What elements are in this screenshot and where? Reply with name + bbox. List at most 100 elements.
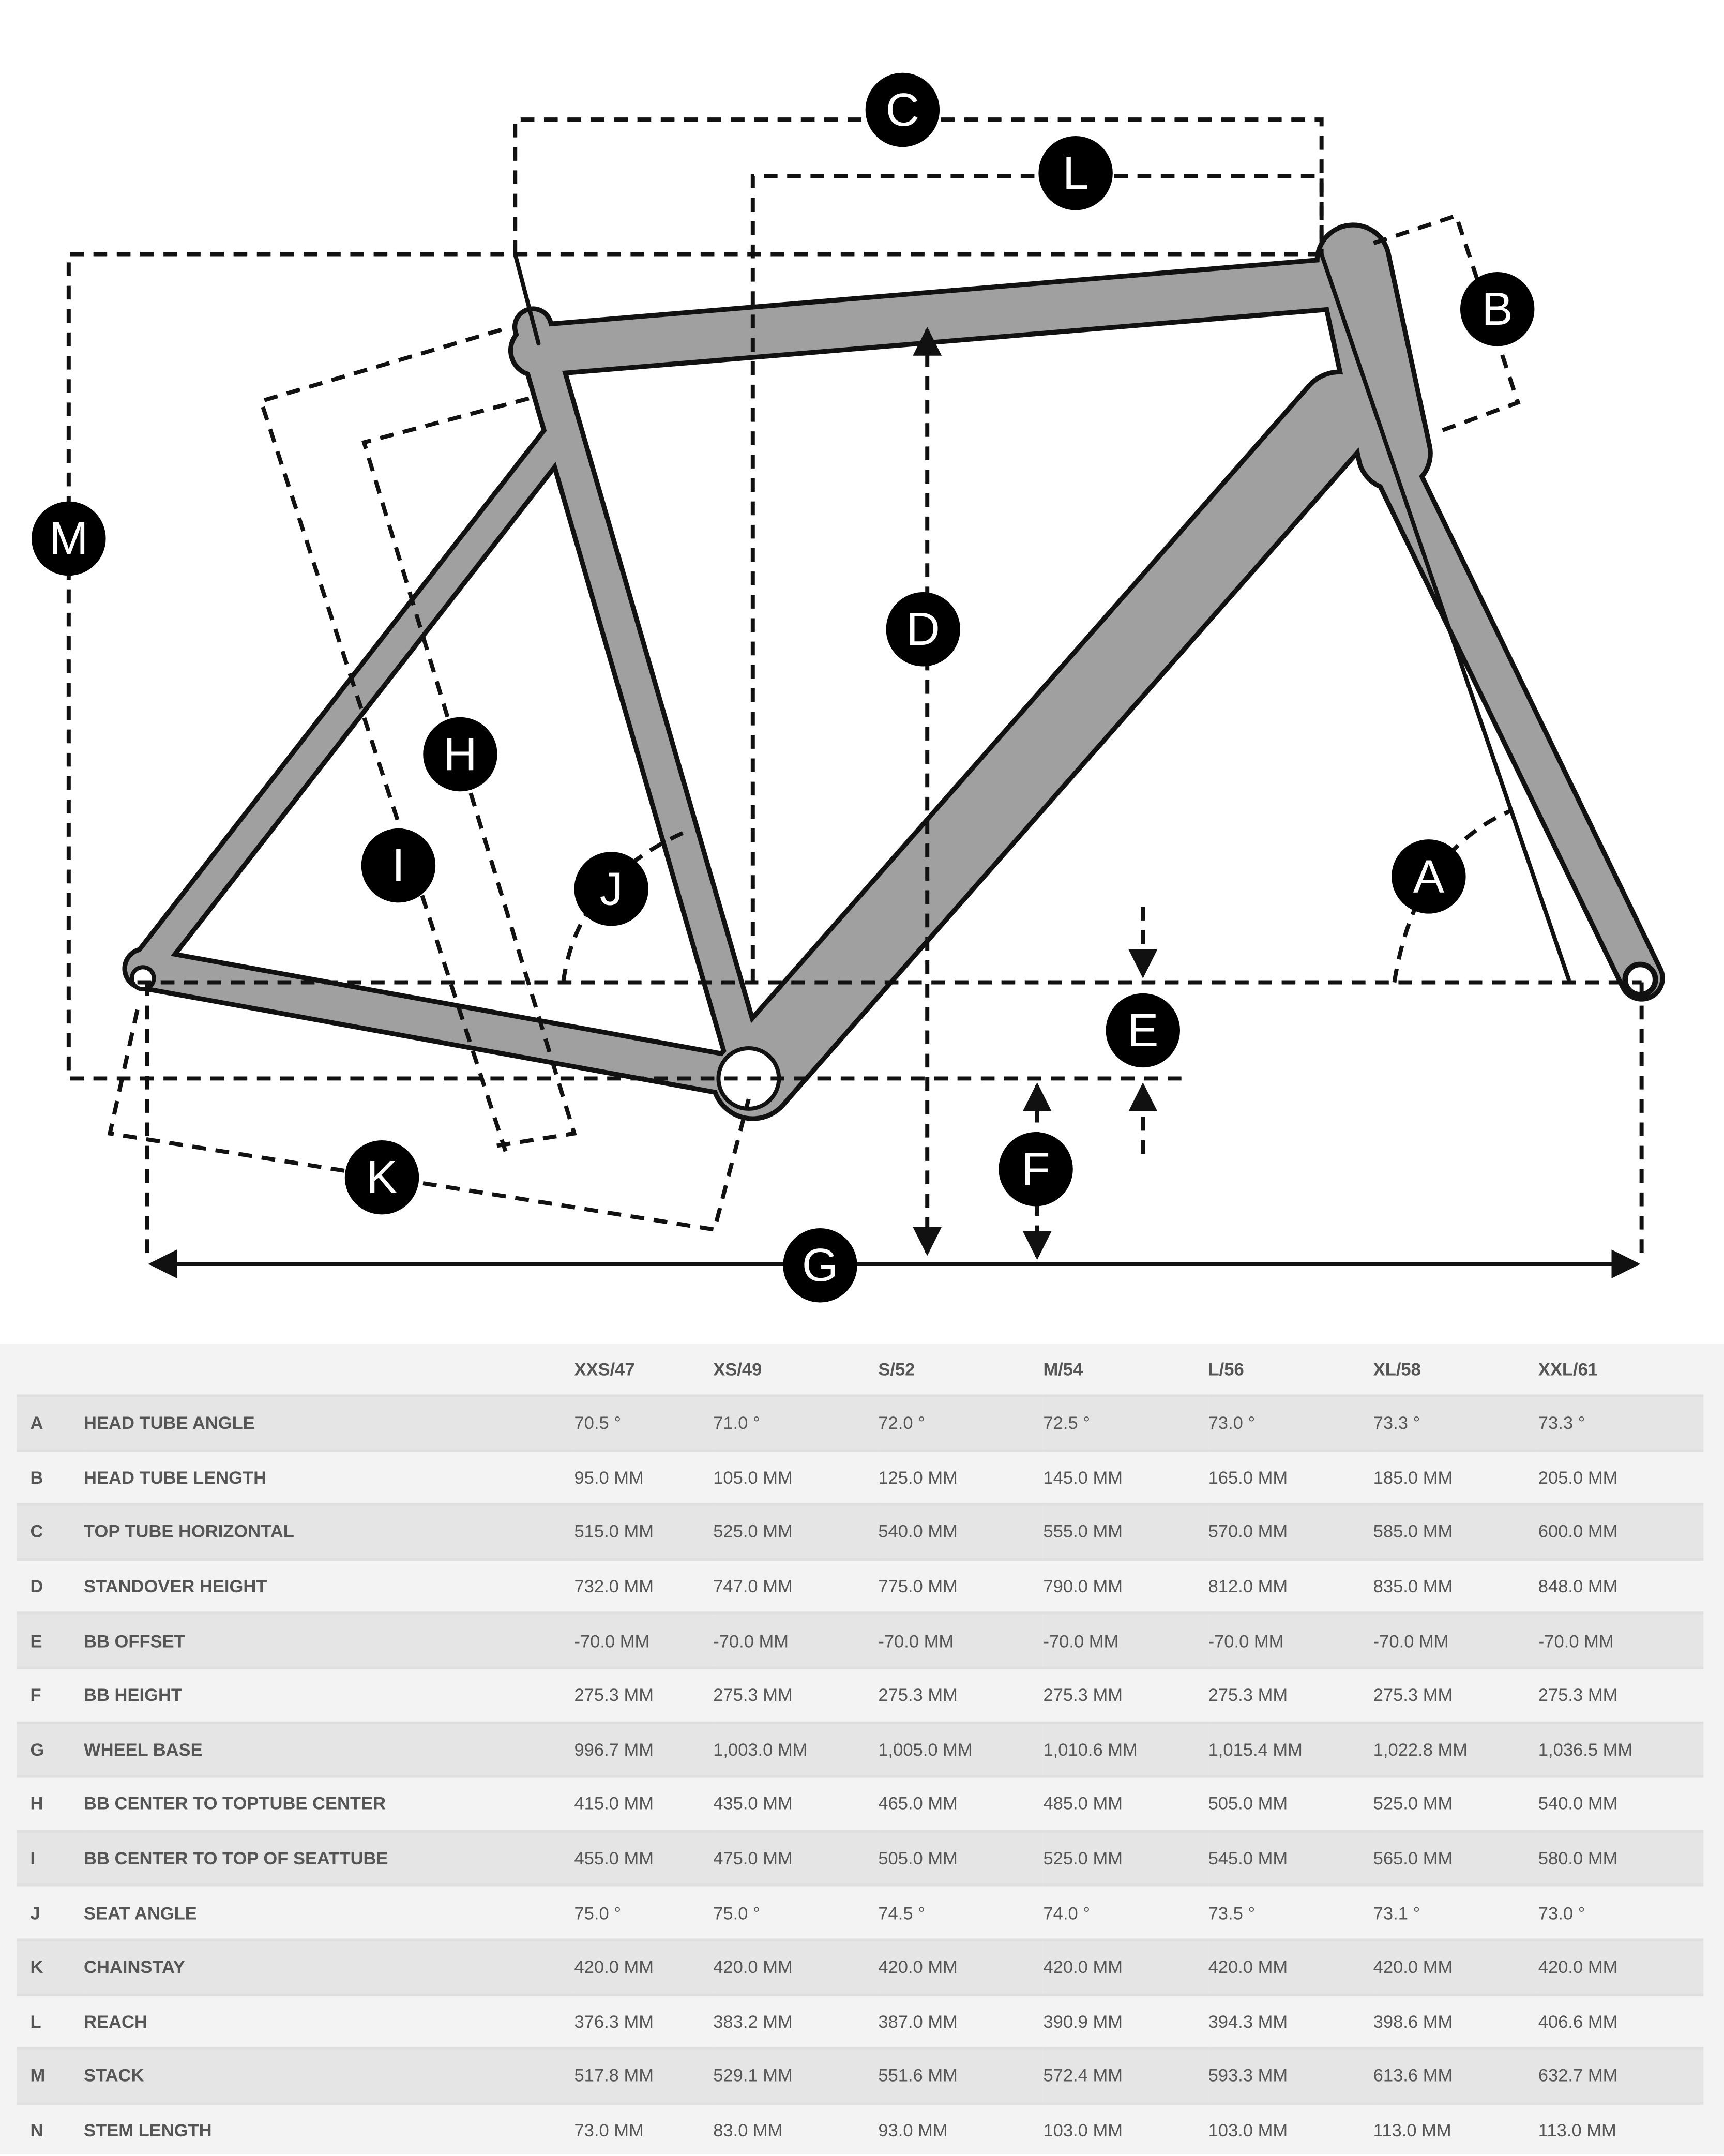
row-value: 125.0 MM <box>878 1467 958 1488</box>
row-value: 465.0 MM <box>878 1793 958 1814</box>
row-letter: M <box>30 2065 46 2086</box>
row-value: 565.0 MM <box>1373 1848 1453 1869</box>
svg-text:D: D <box>906 603 940 655</box>
row-value: -70.0 MM <box>713 1630 789 1651</box>
row-letter: C <box>30 1521 43 1542</box>
row-measurement-name: REACH <box>84 2011 147 2032</box>
size-header: M/54 <box>1043 1359 1083 1380</box>
row-value: 394.3 MM <box>1208 2011 1288 2032</box>
row-value: 1,015.4 MM <box>1208 1739 1303 1760</box>
row-measurement-name: BB CENTER TO TOP OF SEATTUBE <box>84 1848 388 1869</box>
row-letter: K <box>30 1956 43 1978</box>
row-value: 420.0 MM <box>1043 1956 1123 1978</box>
row-value: 72.5 ° <box>1043 1412 1091 1434</box>
row-measurement-name: BB CENTER TO TOPTUBE CENTER <box>84 1793 386 1814</box>
row-value: -70.0 MM <box>1043 1630 1119 1651</box>
rear-axle <box>130 965 156 991</box>
size-header: XL/58 <box>1373 1359 1421 1380</box>
row-value: 485.0 MM <box>1043 1793 1123 1814</box>
row-value: 517.8 MM <box>574 2065 654 2086</box>
row-letter: L <box>30 2011 41 2032</box>
svg-text:E: E <box>1127 1004 1158 1057</box>
row-value: 593.3 MM <box>1208 2065 1288 2086</box>
row-measurement-name: HEAD TUBE ANGLE <box>84 1412 255 1434</box>
row-value: 145.0 MM <box>1043 1467 1123 1488</box>
row-value: 529.1 MM <box>713 2065 793 2086</box>
dimension-lines <box>66 117 1644 1278</box>
size-header: XXS/47 <box>574 1359 635 1380</box>
row-value: 95.0 MM <box>574 1467 644 1488</box>
label-k: K <box>344 1140 419 1215</box>
row-value: 73.1 ° <box>1373 1902 1420 1923</box>
row-measurement-name: STANDOVER HEIGHT <box>84 1576 267 1597</box>
row-value: 551.6 MM <box>878 2065 958 2086</box>
row-value: 71.0 ° <box>713 1412 760 1434</box>
row-value: 205.0 MM <box>1538 1467 1618 1488</box>
header-letter <box>17 1344 84 1396</box>
row-value: 420.0 MM <box>1538 1956 1618 1978</box>
label-m: M <box>32 501 106 576</box>
row-value: 455.0 MM <box>574 1848 654 1869</box>
row-value: 75.0 ° <box>574 1902 622 1923</box>
row-value: 515.0 MM <box>574 1521 654 1542</box>
label-i: I <box>361 828 436 903</box>
svg-text:I: I <box>392 839 405 892</box>
row-measurement-name: CHAINSTAY <box>84 1956 185 1978</box>
row-value: 74.0 ° <box>1043 1902 1091 1923</box>
row-value: -70.0 MM <box>574 1630 650 1651</box>
row-letter: F <box>30 1684 41 1706</box>
header-name <box>84 1344 574 1396</box>
row-letter: J <box>30 1902 40 1923</box>
row-letter: E <box>30 1630 42 1651</box>
row-value: 275.3 MM <box>1538 1684 1618 1706</box>
row-value: 103.0 MM <box>1043 2120 1123 2141</box>
svg-text:B: B <box>1482 283 1513 335</box>
row-value: 1,003.0 MM <box>713 1739 808 1760</box>
row-value: 525.0 MM <box>713 1521 793 1542</box>
row-value: 113.0 MM <box>1373 2120 1451 2141</box>
row-measurement-name: TOP TUBE HORIZONTAL <box>84 1521 294 1542</box>
row-letter: H <box>30 1793 43 1814</box>
row-measurement-name: SEAT ANGLE <box>84 1902 197 1923</box>
row-value: 275.3 MM <box>1373 1684 1453 1706</box>
svg-text:L: L <box>1063 147 1088 199</box>
row-value: 398.6 MM <box>1373 2011 1453 2032</box>
row-letter: D <box>30 1576 43 1597</box>
label-b: B <box>1460 272 1535 346</box>
row-value: 600.0 MM <box>1538 1521 1618 1542</box>
row-value: 572.4 MM <box>1043 2065 1123 2086</box>
row-value: -70.0 MM <box>1373 1630 1449 1651</box>
row-value: 83.0 MM <box>713 2120 783 2141</box>
row-value: 1,010.6 MM <box>1043 1739 1138 1760</box>
row-letter: N <box>30 2120 43 2141</box>
row-value: 73.5 ° <box>1208 1902 1256 1923</box>
size-header: S/52 <box>878 1359 915 1380</box>
row-value: 420.0 MM <box>1373 1956 1453 1978</box>
svg-text:F: F <box>1021 1143 1050 1195</box>
row-value: 74.5 ° <box>878 1902 925 1923</box>
row-value: 420.0 MM <box>713 1956 793 1978</box>
row-value: 790.0 MM <box>1043 1576 1123 1597</box>
row-value: -70.0 MM <box>878 1630 954 1651</box>
row-value: 376.3 MM <box>574 2011 654 2032</box>
row-value: 73.3 ° <box>1538 1412 1585 1434</box>
row-value: 383.2 MM <box>713 2011 793 2032</box>
row-value: 275.3 MM <box>713 1684 793 1706</box>
row-value: 585.0 MM <box>1373 1521 1453 1542</box>
svg-text:H: H <box>443 728 477 780</box>
row-value: 747.0 MM <box>713 1576 793 1597</box>
row-value: 540.0 MM <box>1538 1793 1618 1814</box>
row-value: 505.0 MM <box>1208 1793 1288 1814</box>
row-value: 70.5 ° <box>574 1412 622 1434</box>
label-d: D <box>886 592 960 667</box>
